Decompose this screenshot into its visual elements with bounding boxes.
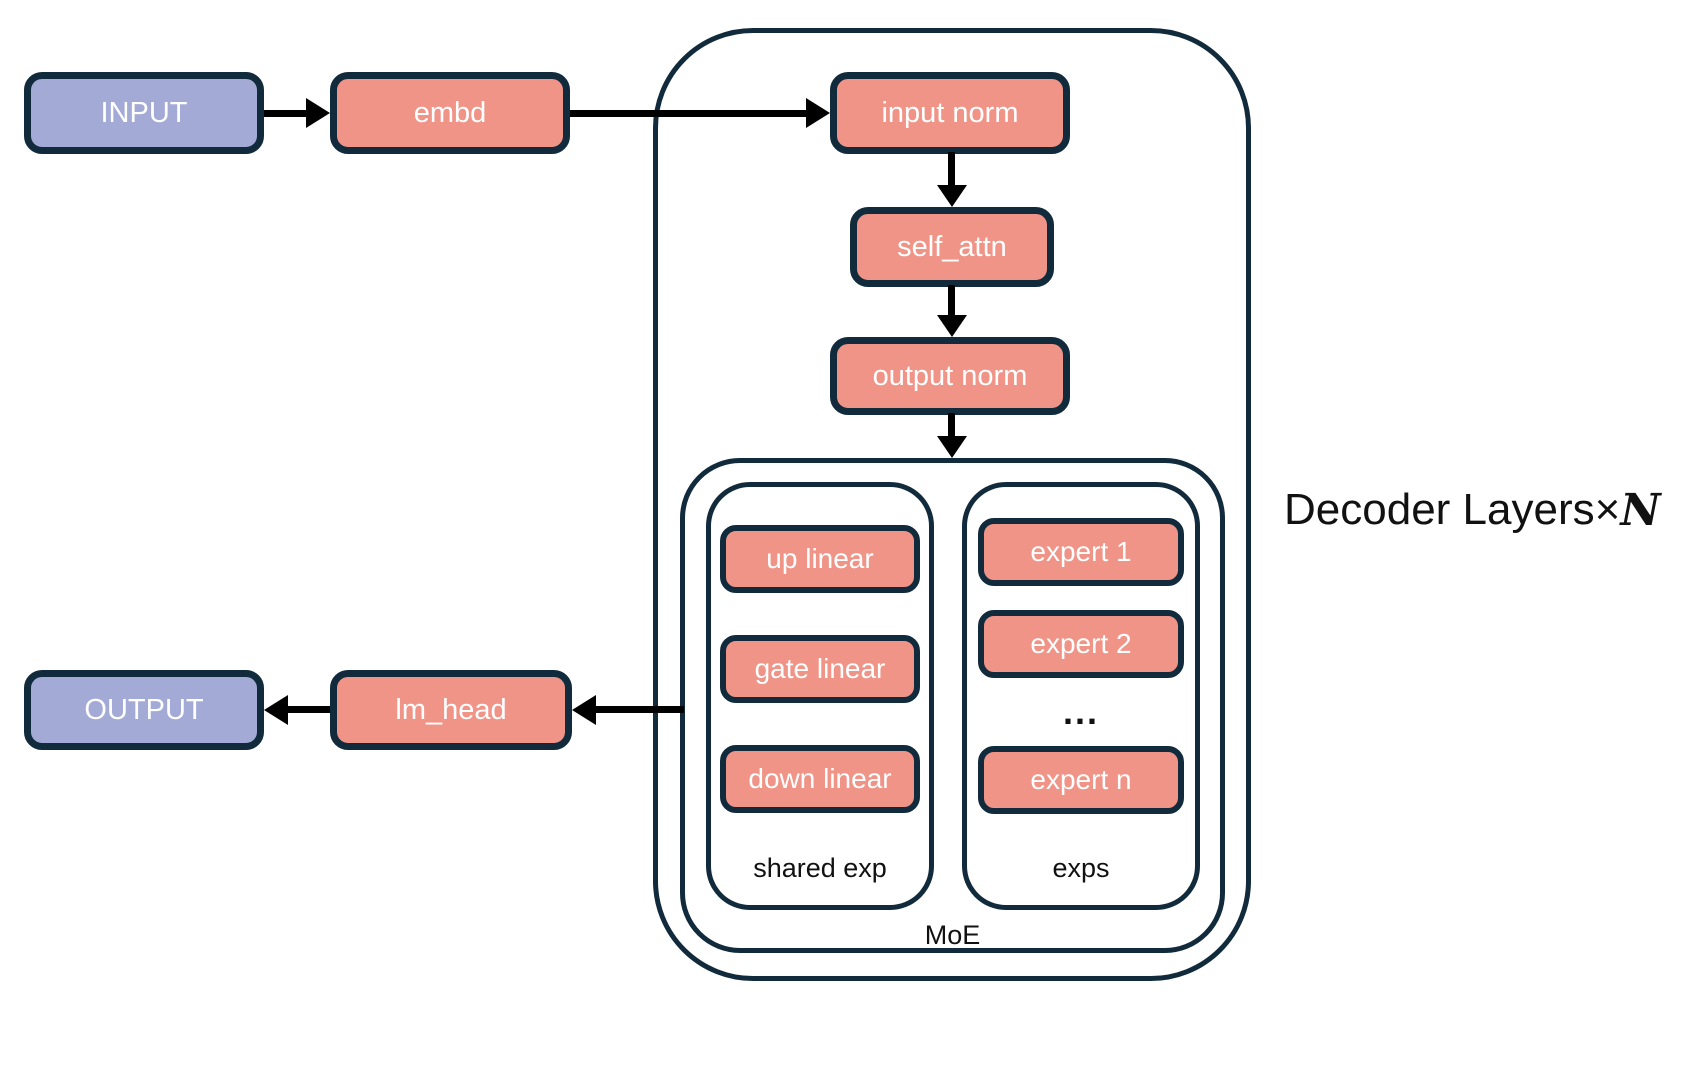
- arrow-input-norm-to-self-attn-line: [948, 152, 955, 186]
- layer-count-n: N: [1620, 484, 1661, 536]
- down-linear-node: down linear: [720, 745, 920, 813]
- moe-label-text: MoE: [924, 919, 981, 950]
- expert-2-node-label: expert 2: [1030, 628, 1132, 659]
- expert-n-node-label: expert n: [1030, 764, 1132, 795]
- arrow-output-norm-to-moe-line: [948, 413, 955, 438]
- arrow-input-to-embd-head: [306, 98, 330, 128]
- output-norm-node-label: output norm: [872, 359, 1028, 392]
- arrow-moe-to-lm-head-line: [594, 706, 684, 713]
- moe-label: MoE: [680, 915, 1225, 955]
- decoder-layers-caption: Decoder Layers×N: [1284, 483, 1661, 537]
- exps-label-text: exps: [1052, 852, 1110, 883]
- arrow-self-attn-to-output-norm-line: [948, 285, 955, 316]
- expert-1-node-label: expert 1: [1030, 536, 1132, 567]
- gate-linear-node: gate linear: [720, 635, 920, 703]
- shared-exp-label-text: shared exp: [753, 852, 887, 883]
- arrow-input-norm-to-self-attn-head: [937, 185, 967, 207]
- experts-ellipsis: ...: [978, 692, 1184, 732]
- arrow-lm-head-to-output-line: [286, 706, 330, 713]
- arrow-moe-to-lm-head-head: [572, 695, 596, 725]
- down-linear-node-label: down linear: [748, 763, 892, 794]
- moe-container: [680, 458, 1225, 953]
- decoder-layers-container: [653, 28, 1251, 981]
- lm-head-node-label: lm_head: [395, 693, 507, 726]
- output-node-label: OUTPUT: [84, 693, 204, 726]
- gate-linear-node-label: gate linear: [754, 653, 886, 684]
- expert-1-node: expert 1: [978, 518, 1184, 586]
- embd-node-label: embd: [413, 96, 487, 129]
- arrow-self-attn-to-output-norm-head: [937, 315, 967, 337]
- lm-head-node: lm_head: [330, 670, 572, 750]
- arrow-input-to-embd-line: [264, 110, 308, 117]
- self-attn-node: self_attn: [850, 207, 1054, 287]
- shared-exp-label: shared exp: [706, 848, 934, 888]
- arrow-lm-head-to-output-head: [264, 695, 288, 725]
- shared-exp-container: [706, 482, 934, 910]
- output-node: OUTPUT: [24, 670, 264, 750]
- up-linear-node: up linear: [720, 525, 920, 593]
- input-node-label: INPUT: [100, 96, 188, 129]
- exps-label: exps: [962, 848, 1200, 888]
- self-attn-node-label: self_attn: [897, 230, 1007, 263]
- embd-node: embd: [330, 72, 570, 154]
- decoder-layers-caption-text: Decoder Layers: [1284, 485, 1595, 534]
- experts-ellipsis-text: ...: [1062, 691, 1099, 732]
- arrow-embd-to-input-norm-line: [570, 110, 808, 117]
- expert-n-node: expert n: [978, 746, 1184, 814]
- expert-2-node: expert 2: [978, 610, 1184, 678]
- exps-container: [962, 482, 1200, 910]
- up-linear-node-label: up linear: [766, 543, 874, 574]
- times-sign: ×: [1594, 485, 1621, 534]
- input-norm-node: input norm: [830, 72, 1070, 154]
- arrow-output-norm-to-moe-head: [937, 436, 967, 458]
- input-node: INPUT: [24, 72, 264, 154]
- output-norm-node: output norm: [830, 337, 1070, 415]
- arrow-embd-to-input-norm-head: [806, 98, 830, 128]
- input-norm-node-label: input norm: [881, 96, 1019, 129]
